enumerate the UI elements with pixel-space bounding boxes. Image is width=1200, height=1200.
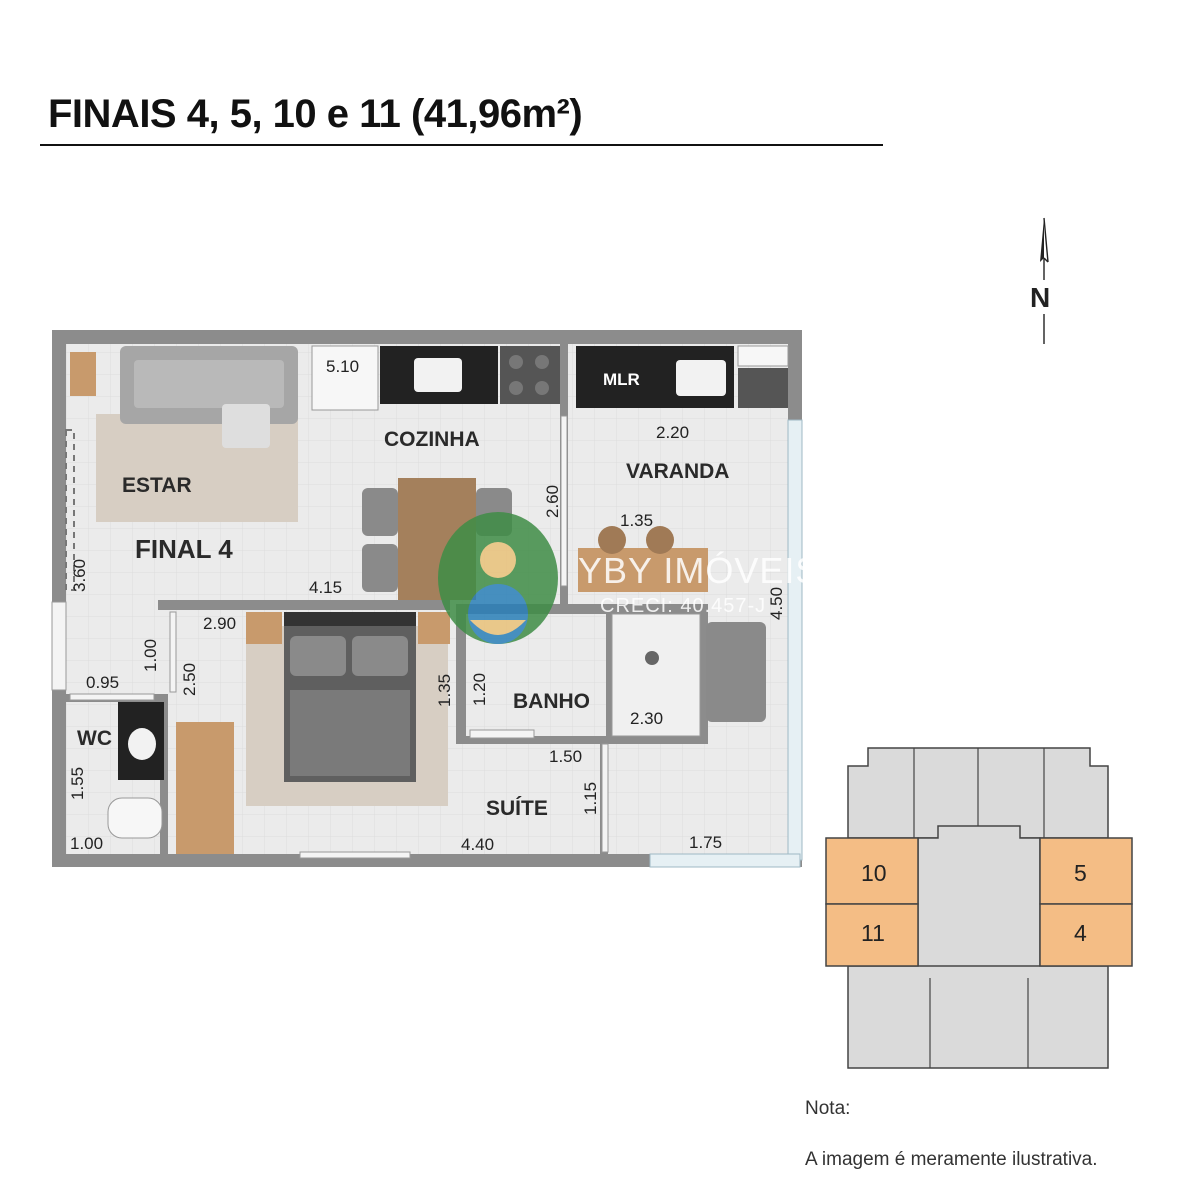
room-label-wc: WC [77, 727, 112, 750]
armchair [222, 404, 270, 448]
key-unit-label: 4 [1074, 920, 1087, 946]
dim-label: 2.60 [543, 484, 562, 518]
dim-label: 3.60 [70, 558, 89, 592]
key-unit-label: 10 [861, 860, 887, 886]
dim-label: 2.30 [630, 709, 664, 728]
dim-label: 1.35 [620, 511, 654, 530]
dim-label: 5.10 [326, 357, 360, 376]
note-heading: Nota: [805, 1098, 851, 1119]
varanda-sink [676, 360, 726, 396]
key-unit-label: 11 [861, 920, 885, 946]
dim-label: 1.20 [470, 672, 489, 706]
dim-label: 2.50 [180, 662, 199, 696]
nightstand-right [418, 612, 450, 644]
key-plan [825, 747, 1133, 1069]
wall-banho-top [456, 604, 704, 614]
watermark-name: YBY IMÓVEIS [578, 550, 821, 591]
room-label-suite: SUÍTE [486, 797, 548, 820]
title-underline [40, 144, 883, 146]
varanda-bench [578, 548, 708, 592]
door-wc [69, 693, 155, 701]
cooktop [500, 346, 560, 404]
window-left [51, 601, 67, 691]
wall-banho-bottom [456, 736, 704, 744]
dim-label: 1.75 [689, 833, 723, 852]
door-slide-varanda [560, 415, 568, 587]
page-title: FINAIS 4, 5, 10 e 11 (41,96m²) [48, 92, 583, 136]
dim-label: 0.95 [86, 673, 120, 692]
room-label-banho: BANHO [513, 690, 590, 713]
door-slide-suite [601, 743, 609, 853]
wall-banho-divider [606, 604, 612, 740]
north-letter: N [1030, 282, 1051, 313]
room-label-varanda: VARANDA [626, 460, 730, 483]
unit-label: FINAL 4 [135, 534, 233, 564]
dim-label: 2.90 [203, 614, 237, 633]
watermark-logo [438, 512, 558, 644]
door-suite [169, 611, 177, 693]
kitchen-sink [414, 358, 462, 392]
dim-label: 1.00 [141, 638, 160, 672]
chair-2 [362, 544, 398, 592]
fridge [311, 345, 379, 411]
dim-label: 4.40 [461, 835, 495, 854]
dim-label: 1.00 [70, 834, 104, 853]
key-unit-4 [1039, 903, 1133, 967]
door-banho [469, 729, 535, 739]
desk [706, 622, 766, 722]
window-bottom-suite [299, 851, 411, 859]
north-arrow-icon [1040, 217, 1049, 344]
dim-label: 1.55 [68, 766, 87, 800]
nightstand-left [246, 612, 282, 644]
window-right [787, 419, 803, 861]
appliance-box [737, 345, 789, 367]
chair-1 [362, 488, 398, 536]
tv-rack [65, 429, 75, 591]
toilet [107, 797, 163, 839]
dim-label: 2.20 [656, 423, 690, 442]
room-label-estar: ESTAR [122, 474, 192, 497]
window-bottom [649, 853, 801, 868]
dim-label: 1.35 [435, 673, 454, 707]
room-label-cozinha: COZINHA [384, 428, 480, 451]
wall-banho-left [456, 604, 466, 742]
dim-label: 1.15 [581, 781, 600, 815]
appliance-label: MLR [603, 370, 640, 389]
dim-label: 1.50 [549, 747, 583, 766]
grill [738, 368, 788, 408]
key-unit-11 [825, 903, 919, 967]
side-table [70, 352, 96, 396]
key-unit-label: 5 [1074, 860, 1087, 886]
shower [611, 613, 701, 737]
key-unit-10 [825, 837, 919, 905]
wall-suite-top [158, 600, 450, 610]
wardrobe [176, 722, 234, 854]
wall-banho-right [700, 604, 708, 744]
note-text: A imagem é meramente ilustrativa. [805, 1149, 1098, 1170]
watermark-creci: CRECI: 40.457-J [600, 595, 767, 617]
dim-label: 4.15 [309, 578, 343, 597]
